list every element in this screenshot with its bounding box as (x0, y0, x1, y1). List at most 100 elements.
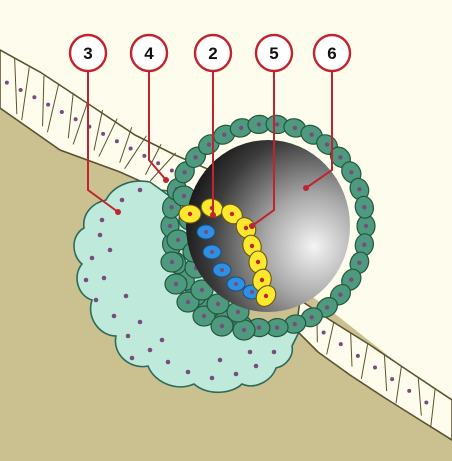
epithelium-nucleus (46, 103, 50, 107)
cytotrophoblast-nucleus (349, 170, 353, 174)
cytotrophoblast-nucleus (257, 325, 261, 329)
epithelium-nucleus (322, 331, 326, 335)
syncytio-nucleus (234, 372, 239, 377)
epithelium-nucleus (170, 169, 174, 173)
epiblast-nucleus (256, 260, 260, 264)
epithelium-nucleus (356, 354, 360, 358)
cytotrophoblast-nucleus (257, 122, 261, 126)
cytotrophoblast-nucleus (222, 132, 226, 136)
syncytio-nucleus (102, 276, 107, 281)
syncytio-nucleus (100, 218, 105, 223)
callout-6: 6 (314, 35, 350, 71)
cytotrophoblast-nucleus (309, 315, 313, 319)
cytotrophoblast-nucleus (200, 288, 204, 292)
cytotrophoblast-nucleus (207, 142, 211, 146)
hypoblast-nucleus (220, 268, 224, 272)
callout-label-3: 3 (83, 44, 92, 63)
epithelium-nucleus (32, 95, 36, 99)
epiblast-nucleus (188, 212, 192, 216)
cytotrophoblast-nucleus (170, 260, 174, 264)
cytotrophoblast-nucleus (275, 325, 279, 329)
cytotrophoblast-nucleus (216, 302, 220, 306)
cytotrophoblast-nucleus (186, 300, 190, 304)
syncytio-nucleus (186, 370, 191, 375)
syncytio-nucleus (94, 298, 99, 303)
cytotrophoblast-nucleus (364, 224, 368, 228)
syncytio-nucleus (254, 364, 259, 369)
epithelium-nucleus (115, 139, 119, 143)
epithelium-nucleus (5, 81, 9, 85)
callout-2: 2 (195, 35, 231, 71)
epiblast-nucleus (230, 212, 234, 216)
cytotrophoblast-nucleus (357, 187, 361, 191)
callout-3: 3 (70, 35, 106, 71)
syncytio-nucleus (124, 294, 129, 299)
syncytio-nucleus (98, 233, 103, 238)
cytotrophoblast-nucleus (182, 170, 186, 174)
syncytio-nucleus (130, 356, 135, 361)
cytotrophoblast-nucleus (220, 324, 224, 328)
hypoblast-nucleus (204, 230, 208, 234)
epithelium-nucleus (407, 389, 411, 393)
cytotrophoblast-nucleus (338, 155, 342, 159)
epithelium-nucleus (390, 377, 394, 381)
syncytio-nucleus (108, 248, 113, 253)
callout-label-6: 6 (327, 44, 336, 63)
hypoblast-nucleus (234, 282, 238, 286)
syncytio-nucleus (272, 350, 277, 355)
syncytio-nucleus (138, 320, 143, 325)
syncytio-nucleus (218, 358, 223, 363)
epithelium-nucleus (60, 110, 64, 114)
cytotrophoblast-nucleus (309, 132, 313, 136)
cytotrophoblast-nucleus (176, 238, 180, 242)
cytotrophoblast-nucleus (293, 126, 297, 130)
cytotrophoblast-nucleus (362, 243, 366, 247)
syncytio-nucleus (112, 314, 117, 319)
cytotrophoblast-nucleus (325, 142, 329, 146)
cytotrophoblast-nucleus (168, 224, 172, 228)
syncytio-nucleus (90, 256, 95, 261)
epithelium-nucleus (156, 161, 160, 165)
epithelium-nucleus (74, 117, 78, 121)
epithelium-nucleus (129, 147, 133, 151)
epithelium-nucleus (424, 401, 428, 405)
syncytio-nucleus (160, 338, 165, 343)
epiblast-nucleus (260, 278, 264, 282)
callout-5: 5 (256, 35, 292, 71)
epithelium-nucleus (339, 342, 343, 346)
cytotrophoblast-nucleus (174, 282, 178, 286)
hypoblast-nucleus (250, 290, 254, 294)
epithelium-nucleus (19, 88, 23, 92)
cytotrophoblast-nucleus (357, 261, 361, 265)
syncytio-nucleus (138, 188, 143, 193)
callout-label-2: 2 (208, 44, 217, 63)
cytotrophoblast-nucleus (242, 328, 246, 332)
callout-label-4: 4 (144, 44, 154, 63)
syncytio-nucleus (248, 350, 253, 355)
cytotrophoblast-nucleus (239, 126, 243, 130)
cytotrophoblast-nucleus (275, 122, 279, 126)
cytotrophoblast-nucleus (349, 277, 353, 281)
cytotrophoblast-nucleus (202, 314, 206, 318)
cytotrophoblast-nucleus (325, 305, 329, 309)
callout-4: 4 (131, 35, 167, 71)
syncytio-nucleus (148, 348, 153, 353)
cytotrophoblast-nucleus (236, 310, 240, 314)
syncytio-nucleus (166, 360, 171, 365)
cytotrophoblast-nucleus (193, 155, 197, 159)
cytotrophoblast-nucleus (293, 322, 297, 326)
cytotrophoblast-nucleus (338, 293, 342, 297)
epithelium-nucleus (373, 366, 377, 370)
epiblast-nucleus (250, 244, 254, 248)
syncytio-nucleus (126, 334, 131, 339)
epithelium-nucleus (142, 154, 146, 158)
syncytio-nucleus (120, 198, 125, 203)
cytotrophoblast-nucleus (169, 205, 173, 209)
cytotrophoblast-nucleus (182, 194, 186, 198)
epiblast-nucleus (264, 294, 268, 298)
epithelium-nucleus (101, 132, 105, 136)
epiblast-nucleus (244, 226, 248, 230)
callout-label-5: 5 (269, 44, 278, 63)
